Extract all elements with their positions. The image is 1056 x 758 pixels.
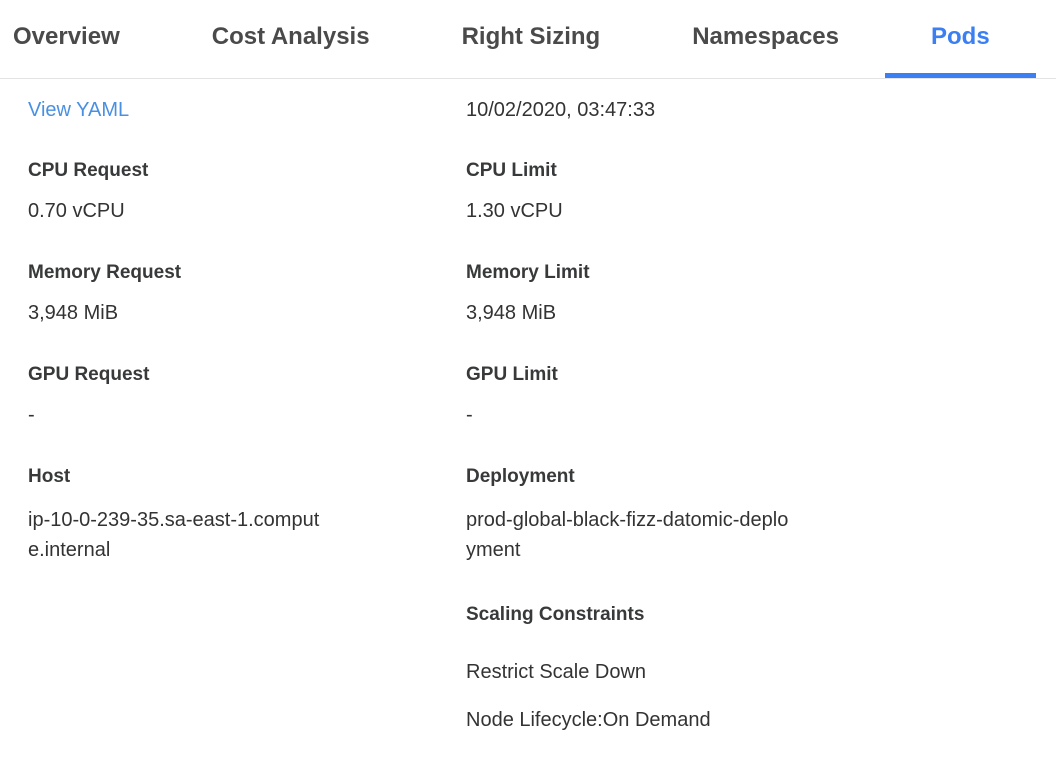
tab-right-sizing[interactable]: Right Sizing [461, 23, 601, 50]
field-memory-limit: Memory Limit 3,948 MiB [466, 261, 904, 325]
field-gpu-limit: GPU Limit - [466, 363, 904, 427]
memory-limit-value: 3,948 MiB [466, 302, 557, 324]
field-scaling-constraints: Scaling Constraints Restrict Scale Down … [466, 603, 904, 732]
memory-limit-label: Memory Limit [466, 262, 590, 283]
cpu-request-value: 0.70 vCPU [28, 200, 125, 222]
tab-overview[interactable]: Overview [13, 23, 120, 50]
tab-cost-analysis[interactable]: Cost Analysis [211, 23, 370, 50]
field-deployment: Deployment prod-global-black-fizz-datomi… [466, 465, 904, 565]
field-memory-request: Memory Request 3,948 MiB [28, 261, 466, 325]
pod-details-panel: View YAML CPU Request 0.70 vCPU Memory R… [0, 79, 1056, 758]
scaling-constraint-item: Restrict Scale Down [466, 661, 647, 683]
deployment-label: Deployment [466, 466, 575, 487]
host-label: Host [28, 466, 71, 487]
details-left-column: View YAML CPU Request 0.70 vCPU Memory R… [28, 97, 466, 758]
tab-bar: Overview Cost Analysis Right Sizing Name… [0, 0, 1056, 79]
gpu-limit-value: - [466, 404, 473, 426]
gpu-limit-label: GPU Limit [466, 364, 558, 385]
field-cpu-request: CPU Request 0.70 vCPU [28, 159, 466, 223]
memory-request-value: 3,948 MiB [28, 302, 119, 324]
memory-request-label: Memory Request [28, 262, 182, 283]
field-host: Host ip-10-0-239-35.sa-east-1.comput e.i… [28, 465, 466, 565]
details-right-column: 10/02/2020, 03:47:33 CPU Limit 1.30 vCPU… [466, 97, 904, 758]
cpu-limit-label: CPU Limit [466, 160, 557, 181]
scaling-constraints-label: Scaling Constraints [466, 604, 645, 625]
timestamp: 10/02/2020, 03:47:33 [466, 99, 656, 121]
gpu-request-label: GPU Request [28, 364, 150, 385]
tab-namespaces[interactable]: Namespaces [692, 23, 839, 50]
cpu-limit-value: 1.30 vCPU [466, 200, 563, 222]
gpu-request-value: - [28, 404, 35, 426]
deployment-link[interactable]: prod-global-black-fizz-datomic-deplo yme… [466, 509, 789, 561]
scaling-constraint-item: Node Lifecycle:On Demand [466, 709, 711, 731]
cpu-request-label: CPU Request [28, 160, 149, 181]
field-cpu-limit: CPU Limit 1.30 vCPU [466, 159, 904, 223]
tab-pods[interactable]: Pods [884, 0, 1036, 78]
view-yaml-link[interactable]: View YAML [28, 99, 130, 121]
field-gpu-request: GPU Request - [28, 363, 466, 427]
host-link[interactable]: ip-10-0-239-35.sa-east-1.comput e.intern… [28, 509, 320, 561]
